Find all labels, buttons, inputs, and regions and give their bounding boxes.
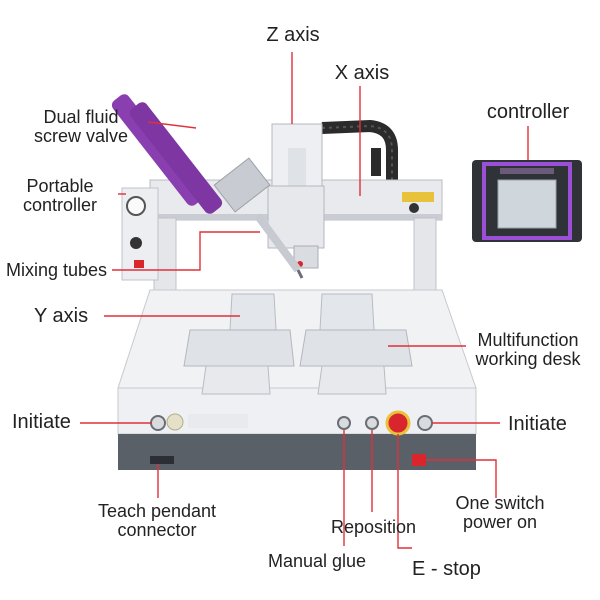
callout-lines — [80, 52, 529, 549]
x-axis-label: X axis — [334, 62, 390, 84]
manual-glue-label: Manual glue — [268, 551, 367, 571]
manual-glue-button — [337, 416, 351, 430]
portable-controller-label: Portable controller — [22, 176, 98, 215]
e-stop-button — [385, 410, 411, 436]
z-axis-label: Z axis — [266, 24, 320, 46]
pressure-gauge — [126, 196, 146, 216]
dual-fluid-screw-valve-label: Dual fluid screw valve — [33, 107, 129, 146]
z-axis-carriage — [267, 123, 325, 269]
e-stop-label: E - stop — [412, 558, 481, 580]
gantry-posts — [121, 187, 437, 311]
controller-unit — [472, 160, 582, 242]
teach-pendant-port — [150, 456, 174, 464]
initiate-right-label: Initiate — [508, 413, 567, 435]
controller-indicator — [134, 260, 144, 268]
mixing-tube — [254, 213, 304, 279]
teach-pendant-connector-label: Teach pendant connector — [97, 501, 217, 540]
reposition-button — [365, 416, 379, 430]
power-switch — [412, 454, 426, 466]
front-panel — [150, 410, 433, 436]
brand-logo — [166, 413, 184, 431]
y-axis-label: Y axis — [34, 305, 89, 327]
initiate-right-button — [417, 415, 433, 431]
regulator-knob — [130, 237, 142, 249]
work-plates — [183, 293, 413, 395]
initiate-left-label: Initiate — [12, 411, 71, 433]
reposition-label: Reposition — [331, 517, 417, 537]
initiate-left-button — [150, 415, 166, 431]
controller-screen — [497, 179, 557, 229]
logo-mark — [409, 203, 419, 213]
one-switch-power-on-label: One switch power on — [455, 493, 545, 532]
mixing-tubes-label: Mixing tubes — [6, 260, 108, 280]
controller-nameplate — [500, 168, 554, 174]
controller-label: controller — [486, 101, 570, 123]
dual-fluid-screw-valve — [111, 94, 271, 214]
drag-chain — [321, 119, 398, 188]
brand-plate — [188, 414, 248, 428]
multifunction-working-desk-label: Multifunction working desk — [475, 330, 581, 369]
warning-sticker — [402, 192, 434, 202]
machine-base — [117, 289, 477, 470]
